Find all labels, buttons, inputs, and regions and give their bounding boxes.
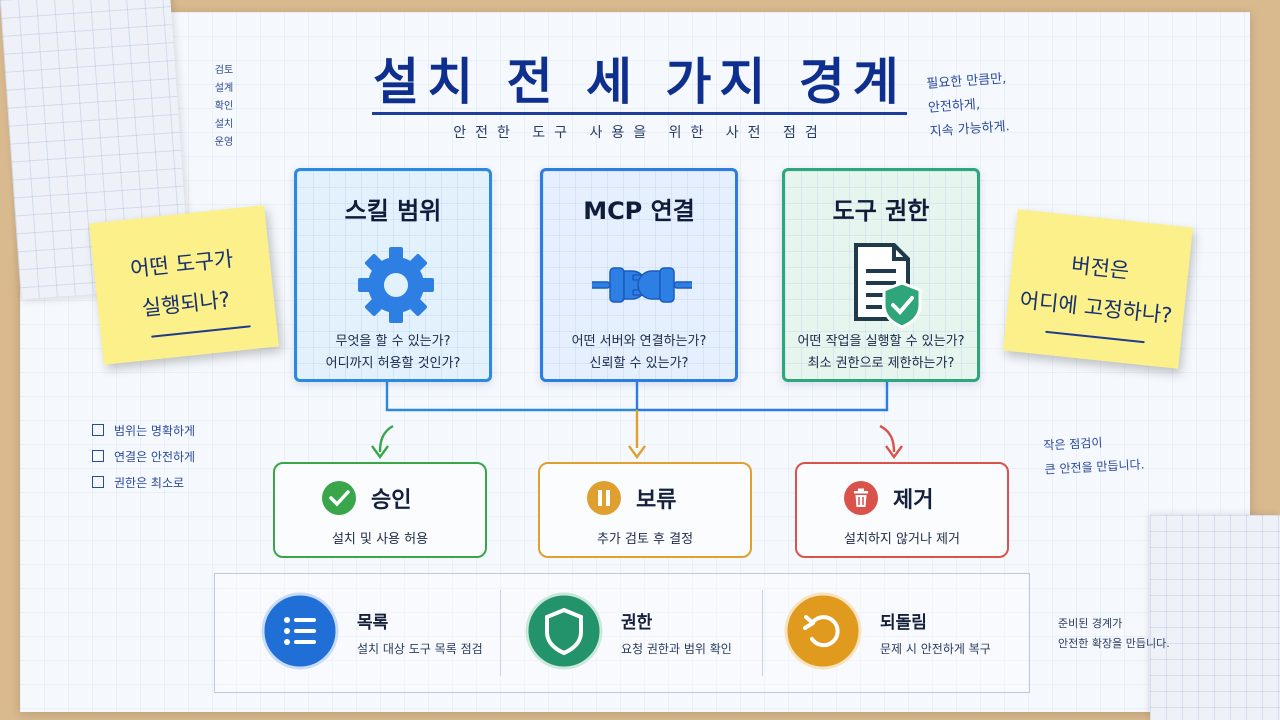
card-tool-permission: 도구 권한 어떤 작업을 실행할 수 있는가? 최소 권한으로 제한하는가? [782, 168, 980, 382]
feature-description: 요청 권한과 범위 확인 [621, 642, 732, 656]
gear-icon [358, 247, 434, 323]
check-circle-icon [322, 481, 356, 515]
decision-label: 승인 [371, 488, 412, 513]
checkbox-icon [92, 450, 104, 462]
side-process-list: 검토 설계 확인 설치 운영 [202, 62, 246, 152]
checklist: 범위는 명확하게 연결은 안전하게 권한은 최소로 [92, 418, 195, 496]
decision-description: 설치하지 않거나 제거 [844, 532, 960, 547]
page-title: 설치 전 세 가지 경계 [373, 53, 907, 111]
card-question: 어떤 서버와 연결하는가? [571, 334, 707, 349]
card-description: 어떤 작업을 실행할 수 있는가? 최소 권한으로 제한하는가? [789, 331, 973, 375]
title-underline [372, 112, 907, 115]
note-right: 작은 점검이 큰 안전을 만듭니다. [1043, 426, 1185, 481]
sticky-underline [151, 325, 251, 338]
card-title: MCP 연결 [583, 197, 695, 225]
card-question: 어떤 작업을 실행할 수 있는가? [797, 334, 965, 349]
decision-hold: 보류 추가 검토 후 결정 [538, 462, 752, 558]
checklist-item: 연결은 안전하게 [92, 444, 195, 470]
decision-description: 추가 검토 후 결정 [596, 532, 694, 547]
shield-icon [525, 592, 603, 670]
card-mcp-connection: MCP 연결 어떤 서버와 연결하는가? 신뢰할 수 있는가? [540, 168, 738, 382]
trash-circle-icon [844, 481, 878, 515]
feature-label: 되돌림 [880, 613, 927, 633]
checkbox-icon [92, 424, 104, 436]
card-question: 무엇을 할 수 있는가? [335, 334, 451, 349]
list-icon [261, 592, 339, 670]
side-list-item: 확인 [214, 101, 234, 112]
document-shield-icon [854, 243, 922, 329]
feature-label: 목록 [357, 613, 389, 633]
blueprint-sheet-bottom-right [1150, 515, 1280, 720]
sticky-underline [1045, 330, 1145, 344]
sticky-note-left: 어떤 도구가 실행되나? [89, 205, 279, 365]
card-question: 최소 권한으로 제한하는가? [807, 356, 955, 371]
checkbox-icon [92, 476, 104, 488]
plug-icon [592, 267, 692, 303]
undo-icon [784, 592, 862, 670]
decision-remove: 제거 설치하지 않거나 제거 [795, 462, 1009, 558]
feature-description: 문제 시 안전하게 복구 [880, 642, 991, 656]
side-list-item: 운영 [214, 137, 234, 148]
card-description: 어떤 서버와 연결하는가? 신뢰할 수 있는가? [547, 331, 731, 375]
decision-label: 제거 [893, 488, 934, 513]
card-question: 어디까지 허용할 것인가? [325, 356, 461, 371]
page-subtitle: 안전한 도구 사용을 위한 사전 점검 [453, 125, 827, 141]
checklist-item: 범위는 명확하게 [92, 418, 195, 444]
divider [500, 590, 501, 676]
feature-description: 설치 대상 도구 목록 점검 [357, 642, 483, 656]
side-list-item: 검토 [214, 65, 234, 76]
side-list-item: 설치 [214, 119, 234, 130]
note-line: 안전한 확장을 만듭니다. [1058, 637, 1170, 650]
bottom-checklist-panel [214, 573, 1030, 693]
decision-description: 설치 및 사용 허용 [331, 532, 429, 547]
decision-approve: 승인 설치 및 사용 허용 [273, 462, 487, 558]
divider [762, 590, 763, 676]
note-line: 준비된 경계가 [1058, 617, 1123, 630]
card-question: 신뢰할 수 있는가? [589, 356, 689, 371]
sticky-note-right: 버전은 어디에 고정하나? [1003, 209, 1193, 369]
feature-label: 권한 [621, 613, 653, 633]
card-title: 스킬 범위 [344, 197, 442, 225]
checklist-item: 권한은 최소로 [92, 470, 195, 496]
card-title: 도구 권한 [832, 197, 930, 225]
card-skill-scope: 스킬 범위 무엇을 할 수 있는가? 어디까지 허용할 것인가? [294, 168, 492, 382]
note-bottom-right: 준비된 경계가 안전한 확장을 만듭니다. [1058, 614, 1170, 654]
decision-label: 보류 [636, 488, 677, 513]
side-list-item: 설계 [214, 83, 234, 94]
card-description: 무엇을 할 수 있는가? 어디까지 허용할 것인가? [301, 331, 485, 375]
pause-circle-icon [587, 481, 621, 515]
